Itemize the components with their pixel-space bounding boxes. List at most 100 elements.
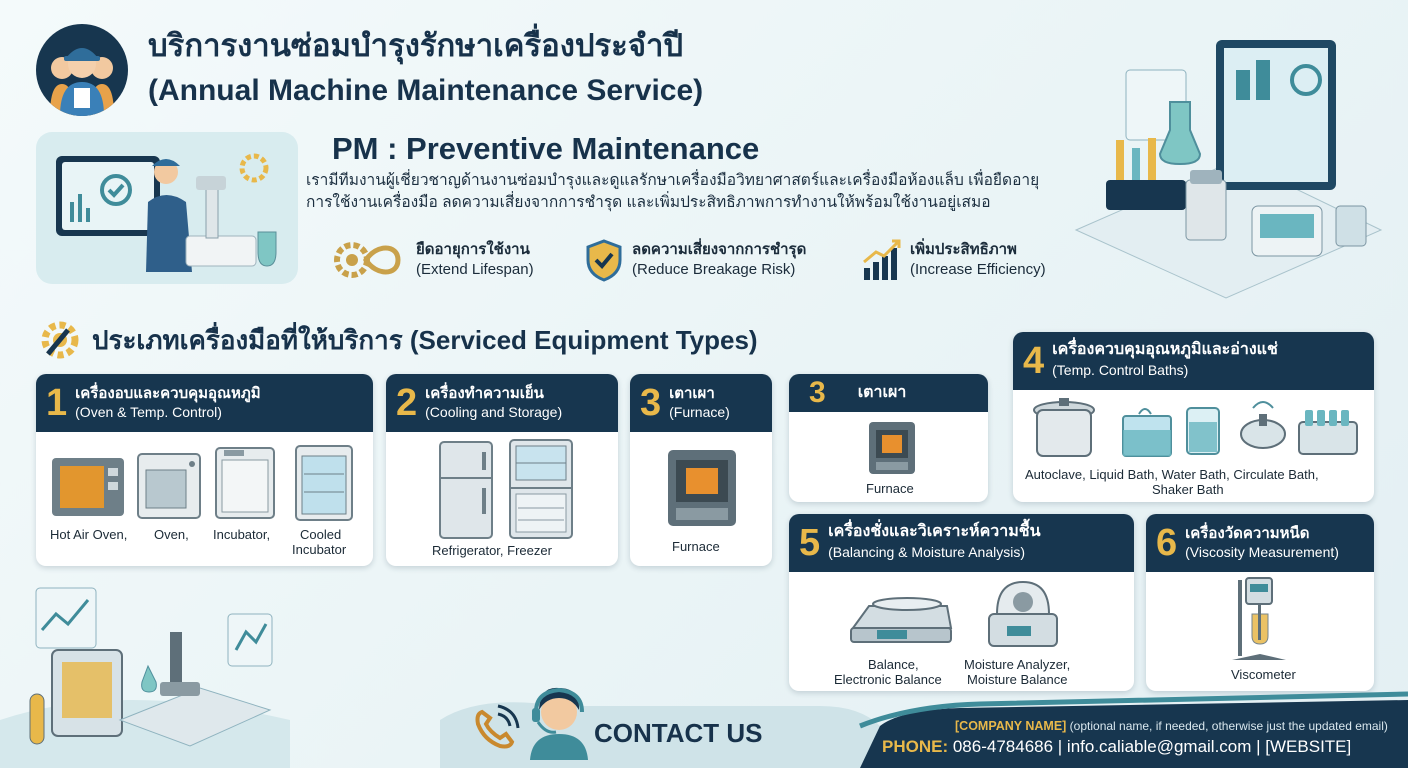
caption-oven: Oven, <box>154 527 189 542</box>
company-note: (optional name, if needed, otherwise jus… <box>1066 719 1388 733</box>
contact-info-line: PHONE: 086-4784686 | info.caliable@gmail… <box>882 737 1351 757</box>
benefit-label-en: (Reduce Breakage Risk) <box>632 261 796 278</box>
card-oven-temp-control: 1 เครื่องอบและควบคุมอุณหภูมิ(Oven & Temp… <box>36 374 373 566</box>
card-header: 5 เครื่องชั่งและวิเคราะห์ความชื้น (Balanc… <box>789 514 1134 572</box>
shield-check-icon <box>586 239 622 282</box>
water-bath-icon <box>1186 407 1220 455</box>
pm-heading: PM : Preventive Maintenance <box>332 131 760 166</box>
pm-illustration <box>36 132 298 284</box>
benefit-extend-lifespan: ยืดอายุการใช้งาน (Extend Lifespan) <box>332 238 534 282</box>
card-number: 5 <box>799 522 821 564</box>
team-logo <box>36 24 128 116</box>
caption-cooled: Cooled <box>300 527 342 542</box>
pm-description: เรามีทีมงานผู้เชี่ยวชาญด้านงานซ่อมบำรุงแ… <box>306 172 1040 211</box>
caption-balance: Balance, <box>868 657 919 672</box>
hot-air-oven-icon <box>52 458 124 516</box>
shaker-bath-icon <box>1298 410 1358 455</box>
cooled-incubator-icon <box>295 445 353 521</box>
oven-icon <box>137 453 201 519</box>
electronic-balance-icon <box>850 597 953 643</box>
card-title-th: เตาเผา <box>857 383 907 401</box>
furnace-icon <box>869 422 915 474</box>
benefit-label-th: ลดความเสี่ยงจากการชำรุด <box>632 240 807 258</box>
card-title-th: เครื่องอบและควบคุมอุณหภูมิ <box>75 384 261 402</box>
card-body: Hot Air Oven, Oven, Incubator, Cooled In… <box>36 432 373 566</box>
contact-us-button[interactable]: CONTACT US <box>594 718 763 748</box>
card-body: Autoclave, Liquid Bath, Water Bath, Circ… <box>1013 390 1374 502</box>
caption-hot-air-oven: Hot Air Oven, <box>50 527 128 542</box>
card-title-th: เครื่องชั่งและวิเคราะห์ความชื้น <box>828 523 1041 541</box>
card-body: Furnace <box>789 412 988 502</box>
card-title-en: (Temp. Control Baths) <box>1052 362 1189 378</box>
card-title-en: (Balancing & Moisture Analysis) <box>828 544 1026 560</box>
main-subtitle: (Annual Machine Maintenance Service) <box>148 74 704 107</box>
card-number: 1 <box>46 382 68 424</box>
main-title: บริการงานซ่อมบำรุงรักษาเครื่องประจำปี <box>148 28 684 63</box>
card-temp-control-baths: 4 เครื่องควบคุมอุณหภูมิและอ่างแช่ (Temp. … <box>1013 332 1374 502</box>
card-title-th: เตาเผา <box>669 384 715 402</box>
gear-wrench-icon <box>41 321 79 359</box>
benefit-label-th: เพิ่มประสิทธิภาพ <box>910 240 1017 258</box>
section-title-text: ประเภทเครื่องมือที่ให้บริการ (Serviced E… <box>92 324 758 355</box>
section-title: ประเภทเครื่องมือที่ให้บริการ (Serviced E… <box>38 318 758 362</box>
technician-microscope-icon <box>56 153 277 272</box>
benefit-reduce-risk: ลดความเสี่ยงจากการชำรุด (Reduce Breakage… <box>584 238 806 282</box>
phone-label: PHONE: <box>882 737 949 756</box>
card-title-en: (Furnace) <box>669 404 730 420</box>
card-furnace: 3 เตาเผา (Furnace) Furnace <box>630 374 772 566</box>
freezer-icon <box>509 439 573 539</box>
growth-chart-icon <box>863 239 901 280</box>
caption-baths: Autoclave, Liquid Bath, Water Bath, Circ… <box>1025 467 1319 482</box>
technician-team-icon <box>50 48 114 116</box>
caption-incubator-2: Incubator <box>292 542 347 557</box>
card-title-en: (Viscosity Measurement) <box>1185 544 1339 560</box>
caption-shaker-bath: Shaker Bath <box>1152 482 1224 497</box>
caption-incubator: Incubator, <box>213 527 271 542</box>
card-viscosity: 6 เครื่องวัดความหนืด (Viscosity Measureme… <box>1146 514 1374 691</box>
caption-furnace: Furnace <box>672 539 720 554</box>
card-header: 3 เตาเผา <box>789 374 988 412</box>
benefit-label-en: (Extend Lifespan) <box>416 261 534 278</box>
lab-workstation-illustration <box>1066 30 1386 300</box>
card-title-th: เครื่องวัดความหนืด <box>1185 524 1310 542</box>
caption-moisture-balance: Moisture Balance <box>967 672 1068 687</box>
lab-bench-icon <box>0 587 290 768</box>
card-header: 2 เครื่องทำความเย็น (Cooling and Storage) <box>386 374 618 432</box>
card-body: Refrigerator, Freezer <box>386 432 618 566</box>
card-title-th: เครื่องทำความเย็น <box>425 384 544 402</box>
caption-refrigerator-freezer: Refrigerator, Freezer <box>432 543 552 558</box>
autoclave-icon <box>1033 398 1095 457</box>
card-furnace-alt: 3 เตาเผา Furnace <box>789 374 988 502</box>
phone-icon <box>475 704 520 749</box>
benefit-label-en: (Increase Efficiency) <box>910 261 1046 278</box>
card-body: Viscometer <box>1146 572 1374 691</box>
benefit-increase-efficiency: เพิ่มประสิทธิภาพ (Increase Efficiency) <box>860 238 1046 282</box>
company-name: [COMPANY NAME] <box>955 719 1067 733</box>
incubator-icon <box>215 447 275 519</box>
furnace-icon <box>668 450 736 526</box>
email-website[interactable]: | info.caliable@gmail.com | [WEBSITE] <box>1053 737 1352 756</box>
card-cooling-storage: 2 เครื่องทำความเย็น (Cooling and Storage)… <box>386 374 618 566</box>
card-number: 4 <box>1023 340 1045 382</box>
card-body: Balance, Electronic Balance Moisture Ana… <box>789 572 1134 691</box>
liquid-bath-icon <box>1122 408 1172 457</box>
lab-computer-icon <box>1074 40 1383 299</box>
card-header: 3 เตาเผา (Furnace) <box>630 374 772 432</box>
circulate-bath-icon <box>1240 401 1286 449</box>
card-number: 3 <box>640 382 662 424</box>
card-balancing-moisture: 5 เครื่องชั่งและวิเคราะห์ความชื้น (Balanc… <box>789 514 1134 691</box>
card-number: 3 <box>809 376 826 409</box>
card-title-th: เครื่องควบคุมอุณหภูมิและอ่างแช่ <box>1052 341 1278 359</box>
phone-number[interactable]: 086-4784686 <box>948 737 1054 756</box>
footer-wave <box>440 691 1408 768</box>
card-title-en: (Cooling and Storage) <box>425 404 563 420</box>
card-header: 6 เครื่องวัดความหนืด (Viscosity Measureme… <box>1146 514 1374 572</box>
card-number: 6 <box>1156 522 1178 564</box>
card-header: 4 เครื่องควบคุมอุณหภูมิและอ่างแช่ (Temp. … <box>1013 332 1374 390</box>
support-agent-icon <box>530 687 588 760</box>
refrigerator-icon <box>439 441 493 539</box>
card-number: 2 <box>396 382 418 424</box>
company-line: [COMPANY NAME] (optional name, if needed… <box>955 719 1388 733</box>
viscometer-icon <box>1232 577 1286 660</box>
infinity-gear-icon <box>334 242 401 278</box>
